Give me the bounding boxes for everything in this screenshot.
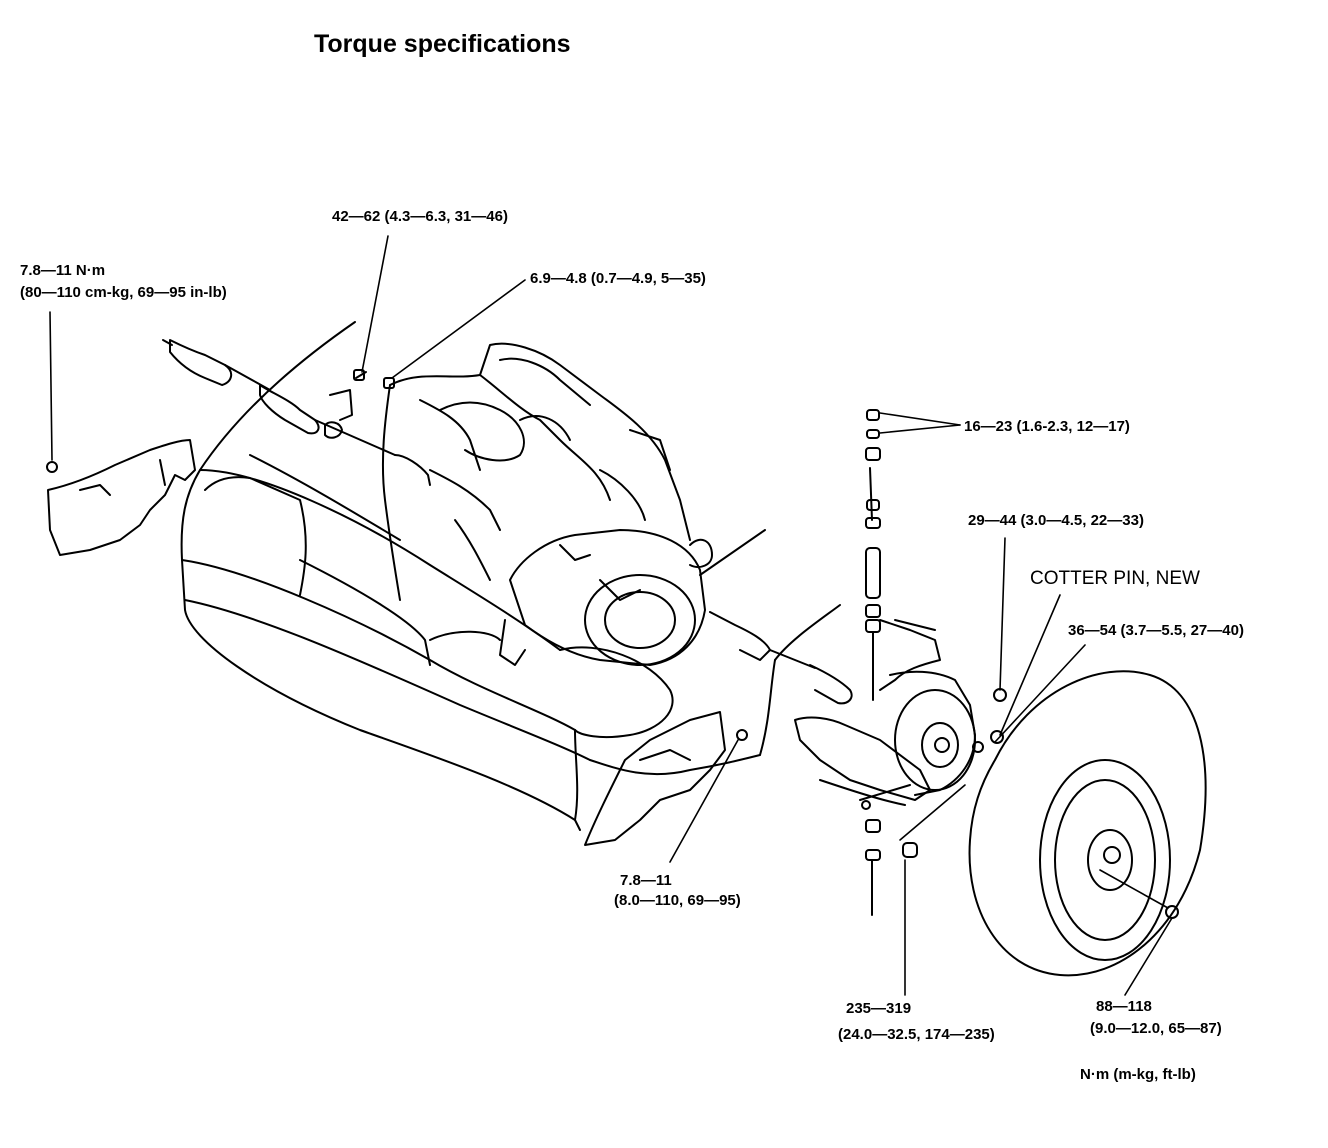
upper-bolt-torque-label: 42—62 (4.3—6.3, 31—46) <box>332 208 508 225</box>
stabilizer-nut-torque-label: 16—23 (1.6-2.3, 12—17) <box>964 418 1130 435</box>
right-drive-shaft <box>709 611 853 705</box>
wheel-nut-torque-label-line1: 88—118 <box>1096 998 1152 1015</box>
bracket-bolt-torque-label: 6.9—4.8 (0.7—4.9, 5—35) <box>530 270 706 287</box>
right-shield-torque-label-line2: (8.0—110, 69—95) <box>614 892 741 909</box>
cotter-pin-label: COTTER PIN, NEW <box>1030 568 1200 589</box>
lower-arm-torque-label-line1: 235—319 <box>846 1000 912 1017</box>
units-legend: N·m (m-kg, ft-lb) <box>1080 1066 1196 1083</box>
left-splash-shield <box>46 439 196 556</box>
upper-bolts <box>353 369 395 389</box>
left-drive-shaft <box>162 339 431 486</box>
diagram-title: Torque specifications <box>314 30 571 58</box>
hub-nut-torque-label: 36—54 (3.7—5.5, 27—40) <box>1068 622 1244 639</box>
car-body <box>180 321 841 831</box>
lower-arm-torque-label-line2: (24.0—32.5, 174—235) <box>838 1026 995 1043</box>
right-shield-torque-label-line1: 7.8—11 <box>620 872 672 889</box>
leader-lines <box>49 235 1173 996</box>
left-shield-torque-label-line1: 7.8—11 N·m <box>20 262 106 279</box>
right-splash-shield <box>584 711 748 846</box>
wheel-tire <box>968 670 1207 977</box>
wheel-nut-torque-label-line2: (9.0—12.0, 65—87) <box>1090 1020 1222 1037</box>
knuckle-bolt-torque-label: 29—44 (3.0—4.5, 22—33) <box>968 512 1144 529</box>
knuckle-assembly <box>794 619 1007 858</box>
left-shield-torque-label-line2: (80—110 cm-kg, 69—95 in-lb) <box>20 284 227 301</box>
stabilizer-stack <box>861 409 881 916</box>
engine-block <box>381 342 691 601</box>
transaxle <box>499 529 766 666</box>
